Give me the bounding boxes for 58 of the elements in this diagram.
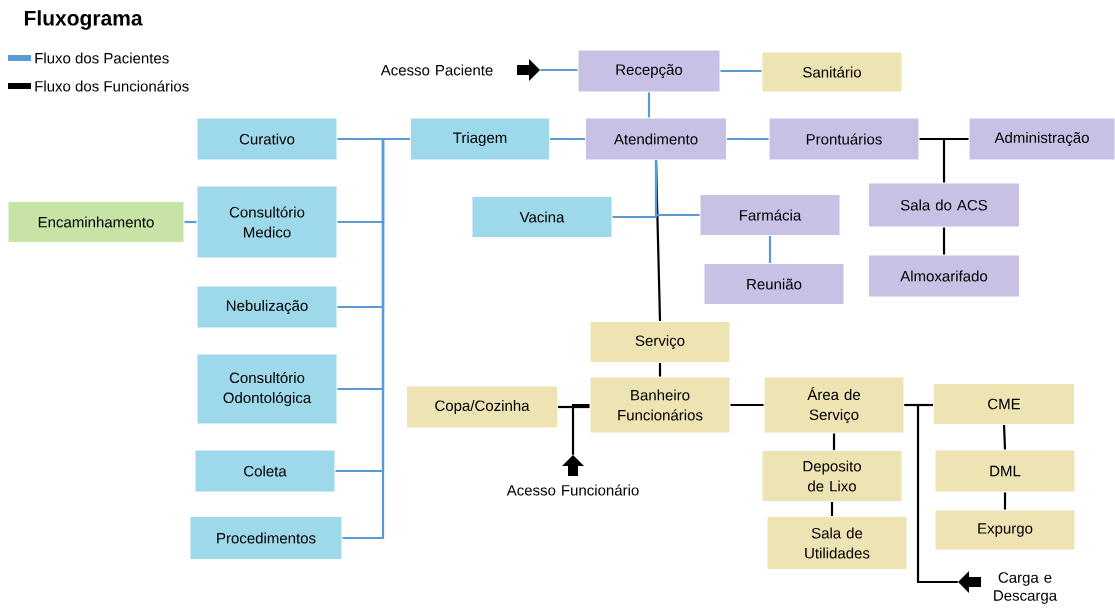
room-box: Sala do ACS	[868, 182, 1020, 228]
room-box: Deposito de Lixo	[761, 450, 903, 502]
access-label: Acesso Paciente	[380, 64, 493, 76]
room-box: Farmácia	[699, 194, 841, 236]
connector	[658, 363, 662, 377]
room-box: Recepção	[577, 49, 721, 93]
connector	[540, 68, 578, 72]
room-box: Nebulização	[196, 285, 338, 329]
room-box: Área de Serviço	[763, 376, 905, 434]
connector	[1003, 492, 1007, 510]
connector	[654, 160, 700, 217]
connector	[1002, 424, 1007, 450]
room-box: Procedimentos	[189, 516, 343, 560]
room-box: Consultório Medico	[196, 185, 338, 259]
room-box: Curativo	[196, 117, 338, 161]
room-box: Serviço	[589, 321, 731, 363]
room-box: DML	[934, 449, 1076, 493]
connector	[647, 92, 651, 118]
connector	[832, 433, 836, 450]
connector	[184, 220, 197, 224]
room-box: Sanitário	[761, 51, 903, 93]
room-box: Consultório Odontológica	[196, 353, 338, 425]
connector	[720, 69, 762, 73]
room-box: Atendimento	[585, 117, 727, 161]
connector	[942, 139, 946, 183]
room-box: Almoxarifado	[868, 254, 1020, 298]
room-box: CME	[933, 383, 1075, 425]
room-box: Expurgo	[934, 509, 1076, 551]
connector	[919, 137, 969, 141]
room-box: Sala de Utilidades	[766, 516, 908, 570]
room-box: Triagem	[410, 117, 550, 161]
connector	[550, 137, 585, 141]
room-box: Encaminhamento	[7, 201, 185, 243]
block-arrow-icon	[517, 59, 540, 81]
access-label: Carga e Descarga	[994, 572, 1058, 604]
room-box: Banheiro Funcionários	[589, 376, 731, 434]
connector	[942, 227, 946, 255]
room-box: Vacina	[471, 196, 613, 238]
block-arrow-icon	[958, 571, 981, 593]
connector	[558, 405, 590, 409]
title: Fluxograma	[24, 10, 143, 30]
connector	[727, 137, 769, 141]
room-box: Administração	[968, 117, 1115, 161]
connector	[654, 160, 662, 322]
connector	[830, 502, 834, 516]
room-box: Copa/Cozinha	[406, 385, 558, 429]
room-box: Coleta	[194, 449, 336, 493]
access-label: Acesso Funcionário	[506, 484, 639, 496]
connector	[904, 403, 958, 584]
legend-label: Fluxo dos Pacientes	[35, 52, 169, 64]
connector	[730, 403, 764, 407]
connector	[768, 236, 772, 263]
legend-label: Fluxo dos Funcionários	[35, 80, 189, 92]
connector	[342, 137, 410, 540]
connector	[571, 403, 590, 455]
room-box: Reunião	[703, 263, 845, 305]
block-arrow-icon	[562, 455, 584, 476]
room-box: Prontuários	[768, 117, 920, 161]
